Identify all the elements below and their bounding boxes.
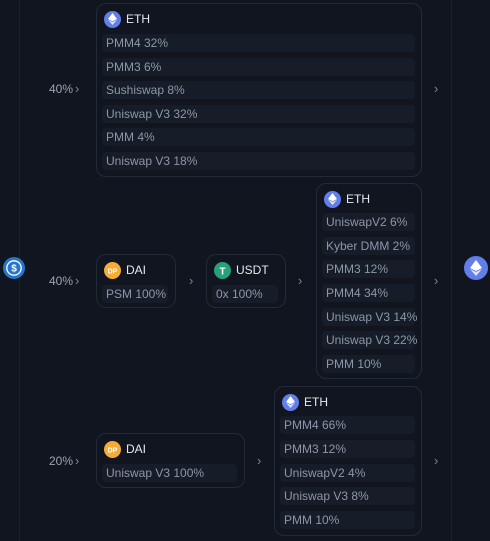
- pool-row: Kyber DMM 2%: [322, 237, 415, 255]
- pool-row: Uniswap V3 100%: [102, 464, 237, 482]
- usdt-icon: T: [214, 261, 231, 279]
- card-header: DP DAI: [104, 440, 146, 458]
- pool-row: PMM3 12%: [322, 260, 415, 278]
- destination-eth-icon: [464, 256, 488, 280]
- dai-icon: DP: [104, 440, 121, 458]
- card-header: ETH: [104, 10, 150, 28]
- route-2-eth-card: ETH UniswapV2 6% Kyber DMM 2% PMM3 12% P…: [316, 183, 422, 379]
- pool-row: UniswapV2 6%: [322, 213, 415, 231]
- eth-icon: [104, 10, 121, 28]
- card-header: ETH: [324, 190, 370, 208]
- pool-row: Uniswap V3 22%: [322, 331, 417, 349]
- route-3-percent: 20%: [49, 454, 74, 468]
- token-name: DAI: [126, 263, 147, 277]
- pool-row: Sushiswap 8%: [102, 81, 415, 99]
- chevron-right-icon: ›: [434, 81, 439, 96]
- route-2-usdt-card: T USDT 0x 100%: [206, 254, 286, 308]
- chevron-right-icon: ›: [75, 81, 80, 96]
- token-name: DAI: [126, 442, 147, 456]
- pool-row: 0x 100%: [212, 285, 278, 303]
- token-name: ETH: [346, 192, 370, 206]
- svg-text:DP: DP: [108, 447, 118, 454]
- pool-row: PMM4 66%: [280, 416, 415, 434]
- route-right-line: [451, 0, 452, 541]
- route-2-dai-card: DP DAI PSM 100%: [96, 254, 176, 308]
- svg-text:$: $: [11, 264, 17, 275]
- chevron-right-icon: ›: [75, 273, 80, 288]
- pool-row: PMM 4%: [102, 128, 415, 146]
- chevron-right-icon: ›: [434, 453, 439, 468]
- card-header: T USDT: [214, 261, 269, 279]
- pool-row: Uniswap V3 14%: [322, 308, 417, 326]
- pool-row: PMM 10%: [322, 355, 415, 373]
- route-3-dai-card: DP DAI Uniswap V3 100%: [96, 433, 245, 488]
- pool-row: Uniswap V3 32%: [102, 105, 415, 123]
- chevron-right-icon: ›: [298, 273, 303, 288]
- pool-row: Uniswap V3 18%: [102, 152, 415, 170]
- pool-row: PMM3 12%: [280, 440, 415, 458]
- chevron-right-icon: ›: [75, 453, 80, 468]
- token-name: ETH: [126, 12, 150, 26]
- pool-row: UniswapV2 4%: [280, 464, 415, 482]
- pool-row: PMM4 34%: [322, 284, 415, 302]
- route-1-eth-card: ETH PMM4 32% PMM3 6% Sushiswap 8% Uniswa…: [96, 3, 422, 177]
- svg-text:T: T: [219, 266, 225, 277]
- route-2-percent: 40%: [49, 274, 74, 288]
- route-1-percent: 40%: [49, 82, 74, 96]
- card-header: ETH: [282, 393, 328, 411]
- source-usdc-icon: $: [3, 257, 25, 279]
- chevron-right-icon: ›: [257, 453, 262, 468]
- pool-row: PMM 10%: [280, 511, 415, 529]
- svg-text:DP: DP: [108, 268, 118, 275]
- card-header: DP DAI: [104, 261, 146, 279]
- dai-icon: DP: [104, 261, 121, 279]
- pool-row: PSM 100%: [102, 285, 168, 303]
- pool-row: PMM3 6%: [102, 58, 415, 76]
- route-3-eth-card: ETH PMM4 66% PMM3 12% UniswapV2 4% Unisw…: [274, 386, 422, 536]
- token-name: USDT: [236, 263, 269, 277]
- eth-icon: [282, 393, 299, 411]
- chevron-right-icon: ›: [434, 273, 439, 288]
- pool-row: Uniswap V3 8%: [280, 487, 415, 505]
- eth-icon: [324, 190, 341, 208]
- chevron-right-icon: ›: [189, 273, 194, 288]
- pool-row: PMM4 32%: [102, 34, 415, 52]
- token-name: ETH: [304, 395, 328, 409]
